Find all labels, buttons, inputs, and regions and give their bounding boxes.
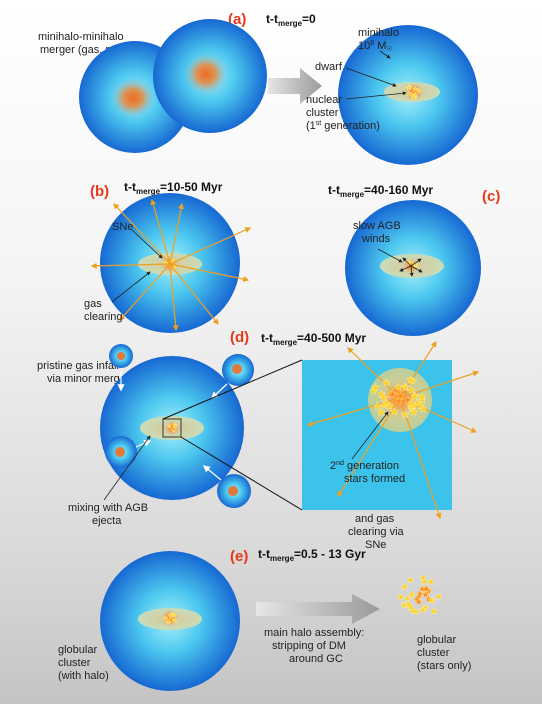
star	[414, 597, 423, 606]
star	[407, 590, 416, 599]
globular-cluster-halo-label: globular cluster (with halo)	[58, 644, 109, 682]
panel-b: (b) t-tmerge=10-50 Myr SNe gas clearing	[84, 180, 252, 333]
star	[396, 391, 405, 400]
star	[418, 395, 427, 404]
panel-c-tag: (c)	[482, 188, 500, 205]
panel-b-title: t-tmerge=10-50 Myr	[124, 180, 223, 196]
cluster-e-stars	[162, 611, 178, 625]
star	[387, 389, 397, 399]
star	[371, 383, 380, 392]
panel-d-tag: (d)	[230, 329, 249, 346]
star	[419, 573, 428, 582]
star	[409, 407, 419, 417]
star	[172, 423, 178, 429]
gas-clearing-sne-label: and gas clearing via SNe	[348, 513, 407, 551]
star	[394, 382, 403, 391]
sne-label: SNe	[112, 221, 133, 233]
panel-e: (e) t-tmerge=0.5 - 13 Gyr globular clust…	[58, 547, 471, 691]
star	[394, 396, 404, 405]
gas-clearing-label: gas clearing	[84, 298, 123, 323]
zoom-box	[162, 418, 182, 438]
star	[379, 393, 389, 402]
transition-arrow	[268, 68, 322, 104]
star	[400, 600, 409, 609]
star	[162, 615, 169, 621]
star	[418, 605, 427, 614]
star	[405, 84, 412, 91]
second-gen-label: 2nd generation stars formed	[330, 460, 405, 485]
star	[430, 607, 438, 615]
globular-cluster-stars-label: globular cluster (stars only)	[417, 634, 471, 672]
star	[418, 392, 427, 401]
star	[403, 600, 412, 608]
star	[405, 90, 412, 97]
star	[385, 401, 395, 410]
star	[406, 375, 415, 384]
mixing-label: mixing with AGB ejecta	[68, 502, 151, 527]
cluster-d-stars	[166, 421, 178, 433]
zoom-stars	[369, 375, 428, 419]
assembly-arrow	[256, 594, 380, 624]
panel-e-title: t-tmerge=0.5 - 13 Gyr	[258, 547, 366, 563]
panel-a: (a) t-tmerge=0 minihalo-minihalo merger …	[38, 11, 478, 165]
assembly-label: main halo assembly: stripping of DM arou…	[264, 627, 367, 665]
star	[410, 392, 420, 401]
star	[166, 423, 172, 429]
star	[167, 612, 174, 619]
star	[373, 402, 383, 411]
star	[410, 94, 417, 101]
panel-c-title: t-tmerge=40-160 Myr	[328, 183, 433, 199]
panel-b-tag: (b)	[90, 183, 109, 200]
star	[171, 617, 178, 623]
nuclear-cluster-label: nuclear cluster (1st generation)	[306, 94, 380, 132]
star	[415, 589, 424, 598]
minihalo-mass-label: minihalo 108 M☉	[358, 27, 402, 53]
star	[377, 389, 386, 398]
star	[396, 592, 405, 601]
star	[421, 585, 430, 593]
star	[407, 398, 416, 407]
sne-outflow-arrows	[90, 198, 252, 332]
star	[412, 86, 419, 92]
star	[382, 378, 391, 387]
star	[389, 407, 399, 416]
star	[400, 410, 410, 419]
star	[427, 596, 436, 604]
zoom-outflow-arrows	[306, 340, 480, 520]
nuclear-cluster-stars	[405, 84, 422, 101]
minihalo-right-core	[184, 53, 228, 95]
star	[415, 87, 422, 94]
gas-infall-label: pristine gas infall via minor mergers	[37, 360, 136, 385]
star	[420, 577, 429, 586]
panel-d-title: t-tmerge=40-500 Myr	[261, 331, 366, 347]
star	[408, 606, 417, 615]
star	[406, 259, 412, 265]
minihalo-left-core	[111, 78, 155, 118]
star	[427, 577, 435, 586]
star	[416, 401, 426, 410]
panel-c: t-tmerge=40-160 Myr (c) slow AGB winds	[328, 183, 500, 336]
panel-e-tag: (e)	[230, 548, 248, 565]
panel-d: (d) t-tmerge=40-500 Myr pristine gas inf…	[37, 329, 480, 551]
dwarf-label: dwarf	[315, 61, 343, 73]
star	[165, 619, 172, 625]
infall-arrows	[117, 371, 228, 481]
agb-winds-label: slow AGB winds	[353, 220, 404, 245]
star	[435, 592, 443, 600]
star	[376, 407, 386, 417]
globular-cluster-stars	[396, 573, 443, 616]
star	[400, 582, 409, 591]
agb-wind-arrows	[399, 257, 423, 277]
star	[407, 385, 416, 395]
star	[170, 426, 177, 432]
panel-a-title: t-tmerge=0	[266, 12, 316, 28]
star	[406, 576, 415, 584]
star	[400, 383, 410, 392]
star	[421, 590, 430, 599]
